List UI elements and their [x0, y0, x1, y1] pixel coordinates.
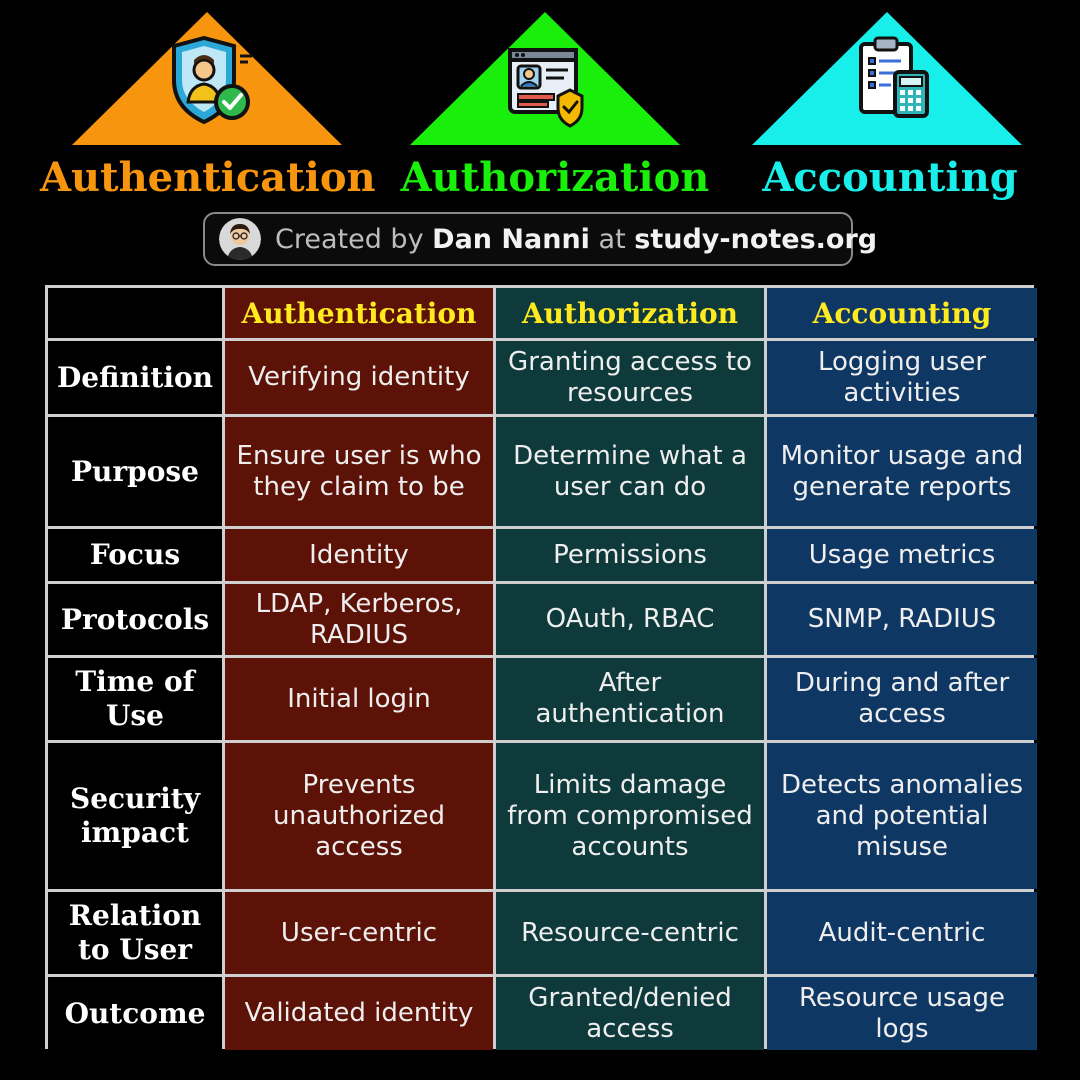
row-header-protocols: Protocols — [48, 584, 222, 655]
row-header-definition: Definition — [48, 341, 222, 414]
row-header-focus: Focus — [48, 529, 222, 581]
accounting-title: Accounting — [762, 154, 1018, 201]
table-cell: Permissions — [496, 529, 764, 581]
table-cell: During and after access — [767, 658, 1037, 740]
table-cell: Prevents unauthorized access — [225, 743, 493, 889]
column-header-authorization: Authorization — [496, 288, 764, 338]
table-cell: LDAP, Kerberos, RADIUS — [225, 584, 493, 655]
clipboard-calculator-icon — [845, 32, 945, 122]
table-cell: Logging user activities — [767, 341, 1037, 414]
authentication-title: Authentication — [40, 154, 376, 201]
table-cell: After authentication — [496, 658, 764, 740]
table-cell: Granting access to resources — [496, 341, 764, 414]
row-header-time-of-use: Time of Use — [48, 658, 222, 740]
credit-banner: Created by Dan Nanni at study-notes.org — [203, 212, 877, 266]
row-header-outcome: Outcome — [48, 977, 222, 1050]
table-cell: Initial login — [225, 658, 493, 740]
table-cell: Verifying identity — [225, 341, 493, 414]
table-cell: Usage metrics — [767, 529, 1037, 581]
credit-prefix: Created by — [275, 223, 424, 255]
table-cell: OAuth, RBAC — [496, 584, 764, 655]
id-card-shield-icon — [498, 40, 598, 130]
avatar — [219, 218, 261, 260]
credit-site: study-notes.org — [634, 223, 878, 255]
table-cell: Limits damage from compromised accounts — [496, 743, 764, 889]
shield-user-check-icon — [160, 36, 260, 126]
credit-middle: at — [598, 223, 626, 255]
column-header-authentication: Authentication — [225, 288, 493, 338]
table-cell: Resource-centric — [496, 892, 764, 974]
table-cell: Granted/denied access — [496, 977, 764, 1050]
authorization-title: Authorization — [400, 154, 710, 201]
table-cell: SNMP, RADIUS — [767, 584, 1037, 655]
table-cell: Ensure user is who they claim to be — [225, 417, 493, 526]
table-corner — [48, 288, 222, 338]
table-cell: Monitor usage and generate reports — [767, 417, 1037, 526]
table-cell: Validated identity — [225, 977, 493, 1050]
row-header-purpose: Purpose — [48, 417, 222, 526]
table-cell: Identity — [225, 529, 493, 581]
comparison-table: Authentication Authorization Accounting … — [45, 285, 1037, 1050]
table-cell: Audit-centric — [767, 892, 1037, 974]
table-cell: User-centric — [225, 892, 493, 974]
column-header-accounting: Accounting — [767, 288, 1037, 338]
row-header-security-impact: Security impact — [48, 743, 222, 889]
credit-author: Dan Nanni — [432, 223, 590, 255]
table-cell: Resource usage logs — [767, 977, 1037, 1050]
table-cell: Detects anomalies and potential misuse — [767, 743, 1037, 889]
table-cell: Determine what a user can do — [496, 417, 764, 526]
row-header-relation-to-user: Relation to User — [48, 892, 222, 974]
